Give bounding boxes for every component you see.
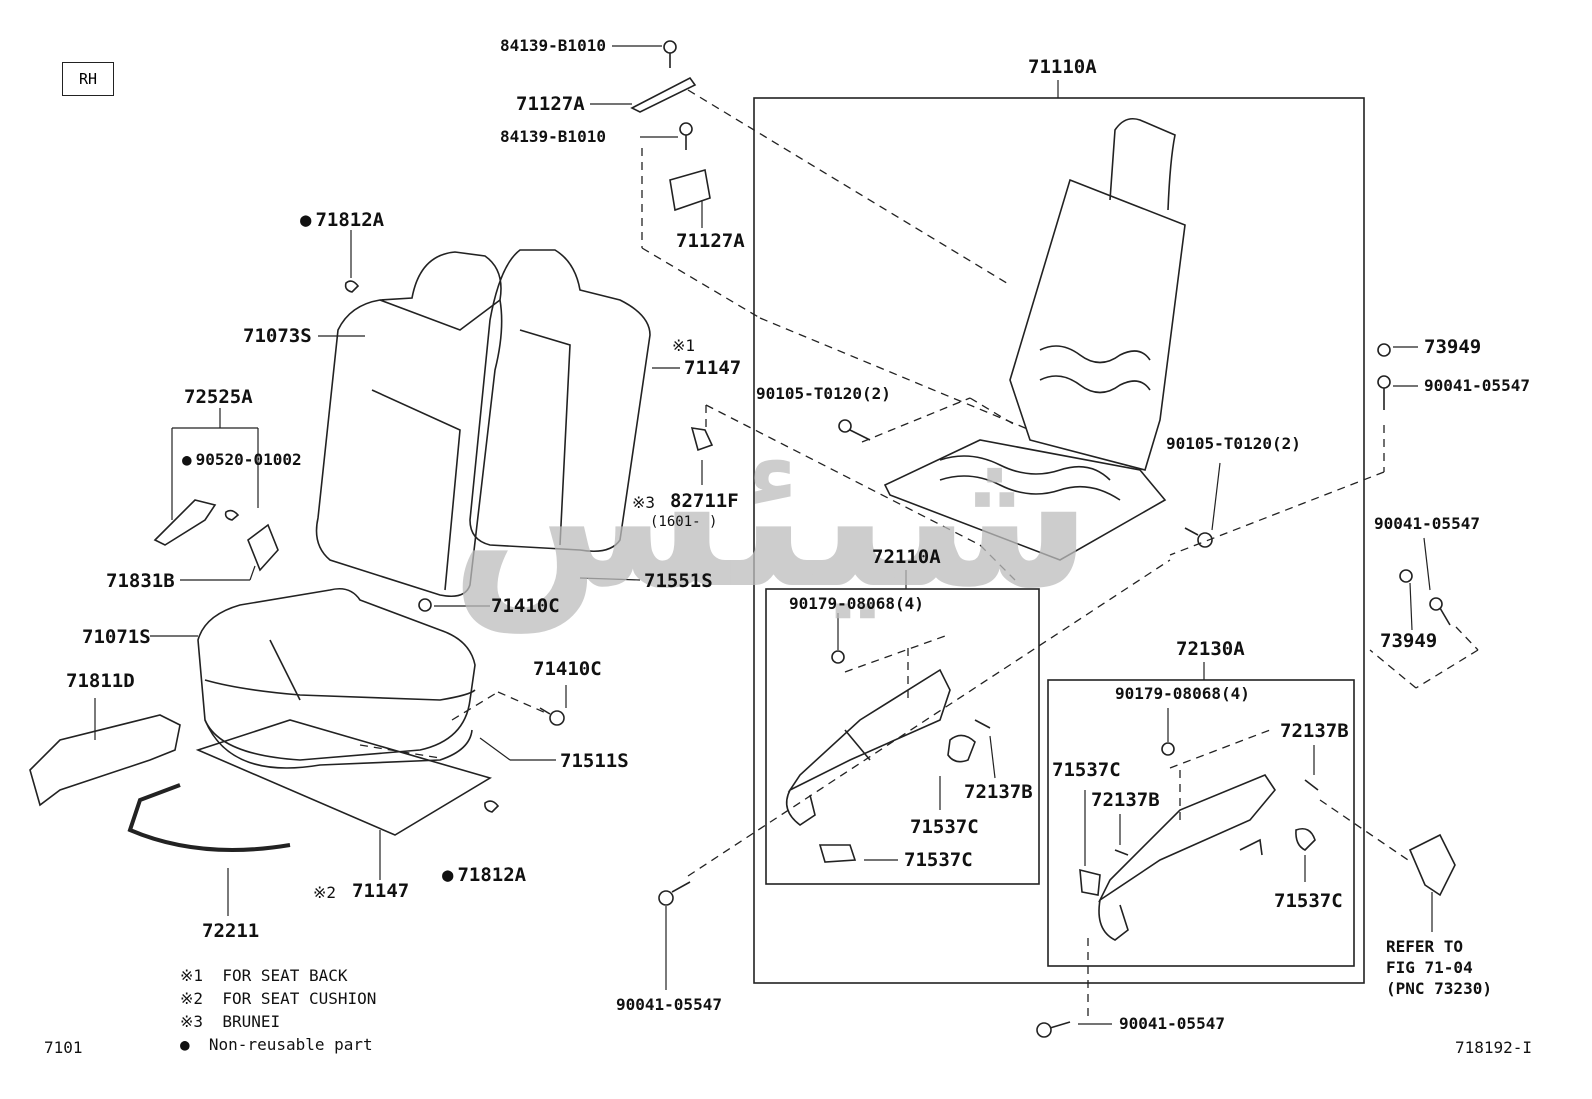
label-72137B-mid[interactable]: 72137B xyxy=(1091,789,1160,811)
cushion-sheet-drawing xyxy=(195,719,492,836)
label-90179-left[interactable]: 90179-08068(4) xyxy=(789,594,924,613)
left-adjuster-box xyxy=(765,588,1040,885)
right-adjuster-box xyxy=(1047,679,1355,967)
label-90105-left[interactable]: 90105-T0120(2) xyxy=(756,384,891,403)
side-panel-drawing xyxy=(29,714,181,807)
note1-mark: ※1 xyxy=(672,336,696,355)
label-71410C-b[interactable]: 71410C xyxy=(533,658,602,680)
clip-71831B-drawing xyxy=(247,523,279,572)
label-90179-right[interactable]: 90179-08068(4) xyxy=(1115,684,1250,703)
label-72110A[interactable]: 72110A xyxy=(872,546,941,568)
label-84139-mid[interactable]: 84139-B1010 xyxy=(500,127,606,146)
legend-note-1-text: FOR SEAT BACK xyxy=(222,966,348,985)
label-84139-top[interactable]: 84139-B1010 xyxy=(500,36,606,55)
label-90041-bottom-right[interactable]: 90041-05547 xyxy=(1119,1014,1225,1033)
seat-frame-box xyxy=(753,97,1365,984)
right-seat-track-drawing xyxy=(1079,774,1319,941)
legend-note-1: ※1 FOR SEAT BACK xyxy=(180,964,376,987)
label-71812A-top[interactable]: 71812A xyxy=(300,211,384,230)
guide-lines xyxy=(359,89,1479,1020)
refer-line-2: FIG 71-04 xyxy=(1386,958,1473,977)
label-73949-top[interactable]: 73949 xyxy=(1424,336,1482,358)
cover-71127A-top xyxy=(630,76,697,113)
legend-note-2-text: FOR SEAT CUSHION xyxy=(222,989,377,1008)
note2-mark: ※2 xyxy=(313,883,337,902)
label-71537C-right[interactable]: 71537C xyxy=(1274,890,1343,912)
refer-to-note: REFER TO FIG 71-04 (PNC 73230) xyxy=(1386,936,1492,999)
legend-note-2-mark: ※2 xyxy=(180,989,204,1008)
label-72211[interactable]: 72211 xyxy=(202,920,260,942)
label-71537C-b[interactable]: 71537C xyxy=(910,816,979,838)
refer-line-3: (PNC 73230) xyxy=(1386,979,1492,998)
label-82711F[interactable]: 82711F xyxy=(670,490,739,512)
seat-back-cover-drawing xyxy=(315,251,503,598)
label-90041-right[interactable]: 90041-05547 xyxy=(1424,376,1530,395)
legend-note-3-mark: ※3 xyxy=(180,1012,204,1031)
label-82711F-range: (1601- ) xyxy=(650,514,718,530)
label-72137B-right[interactable]: 72137B xyxy=(1280,720,1349,742)
label-71831B[interactable]: 71831B xyxy=(106,570,175,592)
legend-note-3: ※3 BRUNEI xyxy=(180,1010,376,1033)
label-71127A-top[interactable]: 71127A xyxy=(516,93,585,115)
label-90105-right[interactable]: 90105-T0120(2) xyxy=(1166,434,1301,453)
drawing-id: 718192-I xyxy=(1455,1038,1533,1057)
label-73949-mid[interactable]: 73949 xyxy=(1380,630,1438,652)
seat-cushion-drawing xyxy=(197,587,476,769)
seat-frame-drawing xyxy=(883,117,1186,561)
label-71812A-bottom[interactable]: 71812A xyxy=(442,866,526,885)
note3-mark: ※3 xyxy=(632,493,656,512)
cover-71127A-mid xyxy=(669,168,711,212)
legend-note-4-mark: ● xyxy=(180,1035,190,1054)
label-71537C-c[interactable]: 71537C xyxy=(904,849,973,871)
label-72137B-left[interactable]: 72137B xyxy=(964,781,1033,803)
label-71811D[interactable]: 71811D xyxy=(66,670,135,692)
fig-number: 7101 xyxy=(44,1038,83,1057)
lever-drawing xyxy=(153,499,217,546)
label-71071S[interactable]: 71071S xyxy=(82,626,151,648)
buckle-drawing xyxy=(1408,833,1456,897)
label-71110A[interactable]: 71110A xyxy=(1028,56,1097,78)
watermark: ﺷﻴﺌﺲ xyxy=(450,400,1103,633)
legend-note-4-text: Non-reusable part xyxy=(208,1035,373,1054)
label-71147-back[interactable]: 71147 xyxy=(684,357,742,379)
label-71537C-a[interactable]: 71537C xyxy=(1052,759,1121,781)
left-seat-track-drawing xyxy=(785,668,991,863)
wire-drawing xyxy=(127,783,291,852)
label-72525A[interactable]: 72525A xyxy=(184,386,253,408)
label-71127A-mid[interactable]: 71127A xyxy=(676,230,745,252)
label-71410C-a[interactable]: 71410C xyxy=(491,595,560,617)
label-90041-mid-right[interactable]: 90041-05547 xyxy=(1374,514,1480,533)
label-71551S[interactable]: 71551S xyxy=(644,570,713,592)
legend-note-3-text: BRUNEI xyxy=(222,1012,281,1031)
label-71147-cushion[interactable]: 71147 xyxy=(352,880,410,902)
label-72130A[interactable]: 72130A xyxy=(1176,638,1245,660)
clip-82711F-drawing xyxy=(690,427,714,452)
seat-back-pad-drawing xyxy=(469,249,651,553)
legend-notes: ※1 FOR SEAT BACK ※2 FOR SEAT CUSHION ※3 … xyxy=(180,964,376,1056)
label-90520[interactable]: 90520-01002 xyxy=(182,452,302,468)
refer-line-1: REFER TO xyxy=(1386,937,1464,956)
legend-note-1-mark: ※1 xyxy=(180,966,204,985)
rh-box: RH xyxy=(62,62,114,96)
legend-note-4: ● Non-reusable part xyxy=(180,1033,376,1056)
label-71073S[interactable]: 71073S xyxy=(243,325,312,347)
legend-note-2: ※2 FOR SEAT CUSHION xyxy=(180,987,376,1010)
label-90041-bottom[interactable]: 90041-05547 xyxy=(616,995,722,1014)
bolts-drawing xyxy=(224,280,1451,1038)
label-71511S[interactable]: 71511S xyxy=(560,750,629,772)
